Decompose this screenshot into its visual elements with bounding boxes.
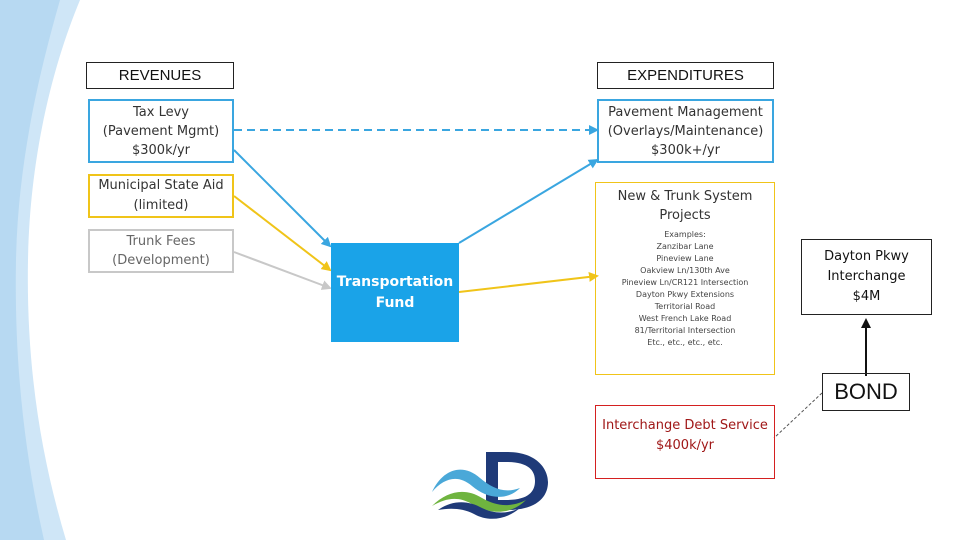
msa-to-fund-arrow <box>233 195 332 272</box>
example-item: Dayton Pkwy Extensions <box>635 290 735 299</box>
tax-levy-to-fund-arrow <box>233 149 332 248</box>
projects-title-line-1: New & Trunk System <box>617 189 753 204</box>
example-item: Etc., etc., etc., etc. <box>647 338 723 347</box>
new-trunk-projects-box: New & Trunk System Projects Examples: Za… <box>595 182 775 375</box>
municipal-state-aid-box: Municipal State Aid (limited) <box>88 174 234 218</box>
dayton-pkwy-interchange-box: Dayton Pkwy Interchange $4M <box>801 239 932 315</box>
example-item: Pineview Lane <box>656 254 714 263</box>
example-item: Zanzibar Lane <box>656 242 714 251</box>
bond-box: BOND <box>822 373 910 411</box>
example-item: Oakview Ln/130th Ave <box>640 266 730 275</box>
example-item: Pineview Ln/CR121 Intersection <box>621 278 749 287</box>
example-item: 81/Territorial Intersection <box>634 326 736 335</box>
tax-levy-box: Tax Levy (Pavement Mgmt) $300k/yr <box>88 99 234 163</box>
bond-to-debt-line <box>773 392 823 439</box>
revenues-header: REVENUES <box>86 62 234 89</box>
transportation-fund-box: Transportation Fund <box>331 243 459 342</box>
projects-title-line-2: Projects <box>659 208 711 223</box>
example-item: West French Lake Road <box>638 314 732 323</box>
examples-list: Examples: Zanzibar Lane Pineview Lane Oa… <box>622 229 749 349</box>
example-item: Territorial Road <box>654 302 716 311</box>
fund-to-pavement-arrow <box>458 158 599 244</box>
pavement-management-box: Pavement Management (Overlays/Maintenanc… <box>597 99 774 163</box>
expenditures-header: EXPENDITURES <box>597 62 774 89</box>
examples-label: Examples: <box>664 230 706 239</box>
interchange-debt-service-box: Interchange Debt Service $400k/yr <box>595 405 775 479</box>
fund-to-projects-arrow <box>458 271 599 293</box>
trunk-fees-box: Trunk Fees (Development) <box>88 229 234 273</box>
trunk-fees-to-fund-arrow <box>233 251 332 290</box>
